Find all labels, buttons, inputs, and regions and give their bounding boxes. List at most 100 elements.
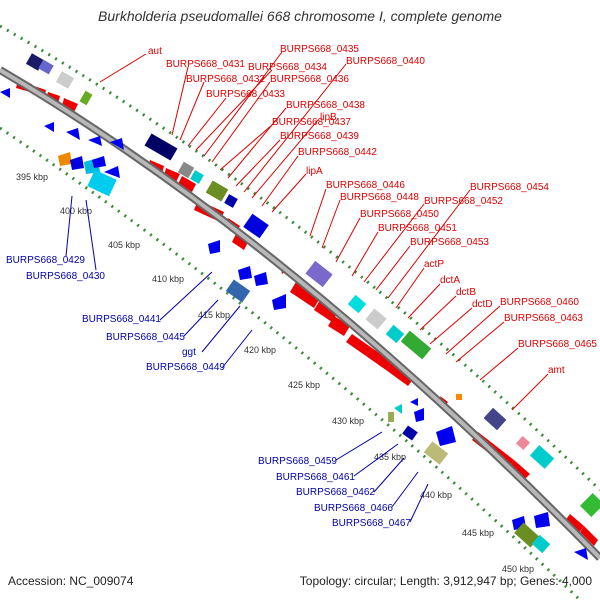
gene-label-forward: dctB (456, 287, 476, 298)
reverse-gene-labels: BURPS668_0429 BURPS668_0430 BURPS668_044… (6, 255, 411, 529)
gene-block (177, 161, 195, 179)
gene-label-forward: BURPS668_0446 (326, 180, 405, 191)
gene-block (514, 522, 540, 548)
gene-arrow (328, 316, 350, 336)
forward-label-leaders (99, 51, 549, 411)
gene-block (79, 90, 93, 106)
gene-label-reverse: BURPS668_0441 (82, 314, 161, 325)
gene-arrow (232, 234, 248, 250)
gene-arrow (92, 156, 106, 168)
outer-dotted-track (0, 24, 600, 492)
gene-label-forward: actP (424, 259, 444, 270)
gene-arrow (208, 240, 220, 254)
gene-arrow (386, 362, 414, 386)
gene-label-forward: BURPS668_0437 (272, 117, 351, 128)
gene-block (515, 435, 531, 451)
gene-label-forward: lipA (306, 166, 323, 177)
gene-arrow (414, 408, 424, 422)
gene-arrow (164, 168, 180, 182)
gene-label-forward: BURPS668_0432 (186, 74, 265, 85)
gene-arrow (110, 138, 124, 150)
gene-arrow (66, 128, 80, 140)
gene-label-reverse: BURPS668_0449 (146, 362, 225, 373)
gene-block (243, 213, 269, 239)
gene-block (385, 324, 405, 344)
tick-label: 450 kbp (502, 564, 534, 574)
gene-label-forward: BURPS668_0452 (424, 196, 503, 207)
tick-label: 445 kbp (462, 528, 494, 538)
gene-label-forward: BURPS668_0463 (504, 313, 583, 324)
gene-label-forward: BURPS668_0439 (280, 131, 359, 142)
gene-arrow (508, 460, 530, 480)
gene-label-forward: BURPS668_0448 (340, 192, 419, 203)
tick-label: 405 kbp (108, 240, 140, 250)
gene-label-reverse: BURPS668_0429 (6, 255, 85, 266)
gene-block (529, 445, 555, 469)
gene-arrow (104, 166, 120, 178)
tick-label: 415 kbp (198, 310, 230, 320)
gene-label-forward: BURPS668_0451 (378, 223, 457, 234)
gene-block (87, 169, 117, 197)
accession-text: Accession: NC_009074 (8, 574, 134, 588)
gene-label-forward: BURPS668_0454 (470, 182, 549, 193)
gene-label-forward: dctD (472, 299, 493, 310)
tick-label: 420 kbp (244, 345, 276, 355)
forward-gene-labels: aut BURPS668_0431 BURPS668_0432 BURPS668… (148, 44, 597, 376)
gene-block (456, 394, 462, 400)
gene-label-forward: BURPS668_0435 (280, 44, 359, 55)
gene-block (205, 180, 229, 202)
tick-label: 430 kbp (332, 416, 364, 426)
gene-arrow (580, 526, 598, 546)
reverse-strand-genes (0, 88, 588, 560)
gene-label-forward: BURPS668_0433 (206, 89, 285, 100)
gene-label-forward: BURPS668_0434 (248, 62, 327, 73)
gene-block (531, 534, 551, 554)
gene-label-forward: BURPS668_0450 (360, 209, 439, 220)
gene-block (305, 260, 333, 288)
gene-label-reverse: BURPS668_0467 (332, 518, 411, 529)
gene-label-reverse: BURPS668_0445 (106, 332, 185, 343)
gene-arrow (346, 334, 372, 356)
gene-block (483, 407, 507, 431)
gene-label-forward: BURPS668_0442 (298, 147, 377, 158)
gene-arrow (62, 98, 78, 112)
gene-arrow (574, 548, 588, 560)
tick-label: 410 kbp (152, 274, 184, 284)
gene-label-forward: BURPS668_0460 (500, 297, 579, 308)
tick-label: 435 kbp (374, 452, 406, 462)
gene-arrow (238, 266, 252, 280)
gene-arrow (534, 512, 550, 528)
gene-block (38, 59, 54, 75)
gene-label-forward: BURPS668_0431 (166, 59, 245, 70)
gene-arrow (0, 88, 10, 98)
gene-label-forward: BURPS668_0465 (518, 339, 597, 350)
gene-arrow (564, 514, 584, 534)
gene-block (55, 71, 75, 89)
gene-arrow (272, 294, 286, 310)
gene-label-forward: BURPS668_0453 (410, 237, 489, 248)
gene-label-forward: BURPS668_0440 (346, 56, 425, 67)
gene-arrow (366, 348, 392, 370)
gene-arrow (394, 404, 402, 414)
gene-arrow (314, 300, 338, 322)
gene-block (190, 170, 204, 184)
gene-block (402, 425, 418, 441)
tick-label: 400 kbp (60, 206, 92, 216)
gene-label-reverse: BURPS668_0459 (258, 456, 337, 467)
gene-label-forward: dctA (440, 275, 460, 286)
summary-text: Topology: circular; Length: 3,912,947 bp… (299, 574, 592, 588)
gene-block (347, 294, 367, 314)
gene-block (423, 441, 449, 465)
tick-labels: 395 kbp 400 kbp 405 kbp 410 kbp 415 kbp … (16, 172, 534, 574)
gene-block (58, 152, 72, 166)
gene-block (579, 492, 600, 518)
gene-label-reverse: BURPS668_0462 (296, 487, 375, 498)
map-title: Burkholderia pseudomallei 668 chromosome… (98, 8, 502, 24)
gene-arrow (44, 122, 54, 132)
gene-block (70, 156, 84, 170)
gene-block (225, 279, 251, 303)
gene-label-reverse: BURPS668_0430 (26, 271, 105, 282)
gene-label-reverse: ggt (182, 347, 196, 358)
gene-arrow (410, 398, 418, 406)
